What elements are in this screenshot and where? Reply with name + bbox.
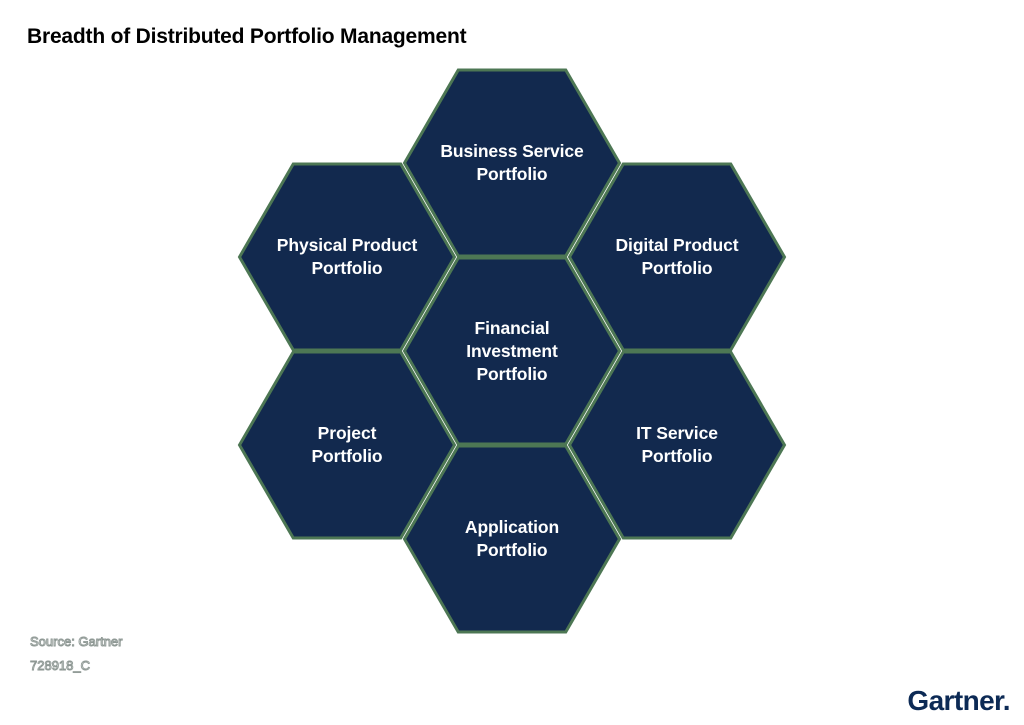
hexagon-physical-product	[237, 162, 457, 352]
source-note: Source: Gartner	[30, 634, 123, 650]
footer: Source: Gartner 728918_C	[30, 630, 123, 678]
hexagon-application	[402, 444, 622, 634]
hexagon-it-service	[567, 350, 787, 540]
figure-id: 728918_C	[30, 658, 91, 674]
figure-title: Breadth of Distributed Portfolio Managem…	[27, 25, 467, 48]
hexagon-digital-product	[567, 162, 787, 352]
hexagon-project	[237, 350, 457, 540]
hexagon-business-service	[402, 68, 622, 258]
gartner-logo: Gartner.	[907, 685, 1010, 716]
hexagon-financial-investment	[402, 256, 622, 446]
